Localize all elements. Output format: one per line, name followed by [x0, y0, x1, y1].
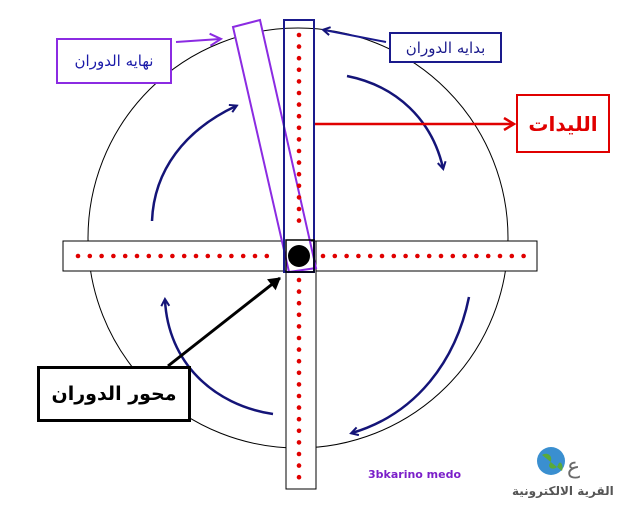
led-dot: [252, 253, 258, 259]
led-dot: [296, 440, 302, 445]
led-dot: [296, 463, 302, 468]
led-dot: [332, 253, 338, 259]
led-dot: [170, 253, 175, 259]
led-dots: [75, 32, 526, 480]
logo-text: القرية الالكترونية: [512, 484, 614, 498]
led-dot: [344, 253, 349, 259]
led-dot: [296, 358, 302, 364]
led-dot: [367, 253, 373, 259]
led-dot: [296, 324, 302, 329]
led-dot: [296, 474, 302, 480]
led-dot: [438, 253, 444, 259]
led-dot: [87, 253, 93, 259]
rotation-axis-label: محور الدوران: [37, 366, 191, 422]
led-dot: [296, 67, 302, 73]
led-dot: [474, 253, 479, 259]
led-dot: [320, 253, 326, 259]
led-dot: [240, 253, 246, 259]
rotation-end-label: نهايه الدوران: [56, 38, 172, 84]
led-dot: [296, 55, 302, 61]
led-dot: [296, 137, 302, 142]
led-dot: [426, 253, 432, 259]
led-dot: [415, 253, 420, 259]
rotation-start-pointer: [324, 30, 387, 43]
led-dot: [296, 125, 302, 131]
vertical-led-bar: [285, 240, 317, 490]
led-dot: [296, 148, 302, 154]
led-dot: [296, 347, 302, 352]
led-dot: [296, 195, 302, 200]
led-dot: [296, 416, 302, 422]
led-dot: [296, 405, 302, 410]
globe-logo-icon: ع: [537, 447, 580, 479]
led-dot: [122, 253, 128, 259]
led-dot: [296, 289, 302, 294]
led-dot: [296, 32, 302, 38]
rotation-arrow-bottom-right: [352, 296, 471, 433]
led-dot: [75, 253, 81, 259]
led-dot: [264, 253, 270, 259]
led-dot: [296, 171, 302, 177]
led-dot: [296, 382, 302, 387]
led-dot: [296, 90, 302, 96]
led-dot: [205, 253, 211, 259]
led-dot: [181, 253, 187, 259]
rotation-axis-pointer: [167, 276, 281, 368]
led-dot: [296, 393, 302, 399]
led-dot: [296, 277, 302, 283]
led-dot: [521, 253, 526, 259]
rotation-arrow-top-left: [150, 106, 236, 222]
rotation-start-label: بدايه الدوران: [389, 32, 502, 63]
led-dot: [217, 253, 222, 259]
rotation-axis-hub: [288, 245, 310, 267]
led-dot: [450, 253, 456, 259]
led-dot: [497, 253, 503, 259]
led-dot: [99, 253, 104, 259]
led-dot: [296, 370, 302, 376]
leds-label: الليدات: [516, 94, 610, 153]
led-dot: [134, 253, 140, 259]
led-dot: [403, 253, 408, 259]
led-dot: [296, 300, 302, 306]
led-dot: [296, 451, 302, 457]
led-dot: [296, 312, 302, 318]
led-dot: [391, 253, 397, 259]
led-dot: [379, 253, 385, 259]
led-dot: [296, 183, 302, 189]
led-dot: [296, 206, 302, 212]
led-dot: [485, 253, 491, 259]
rotation-arrow-bottom-left: [165, 300, 274, 416]
rotation-end-pointer: [175, 39, 220, 42]
author-credit: 3bkarino medo: [368, 468, 462, 481]
led-dot: [296, 428, 302, 434]
led-dot: [296, 102, 302, 107]
led-dot: [146, 253, 152, 259]
led-dot: [193, 253, 199, 259]
led-dot: [509, 253, 515, 259]
led-dot: [356, 253, 361, 259]
led-dot: [462, 253, 467, 259]
led-dot: [158, 253, 163, 259]
rotation-end-arm: [231, 18, 318, 274]
rotation-arrow-top-right: [346, 74, 443, 168]
led-dot: [296, 113, 302, 119]
led-dot: [296, 218, 302, 223]
svg-text:ع: ع: [567, 454, 580, 479]
led-dot: [296, 160, 302, 165]
led-dot: [296, 44, 302, 49]
led-dot: [229, 253, 234, 259]
hub-frame: [285, 239, 315, 273]
led-dot: [111, 253, 116, 259]
led-dot: [296, 335, 302, 341]
led-dot: [296, 79, 302, 84]
